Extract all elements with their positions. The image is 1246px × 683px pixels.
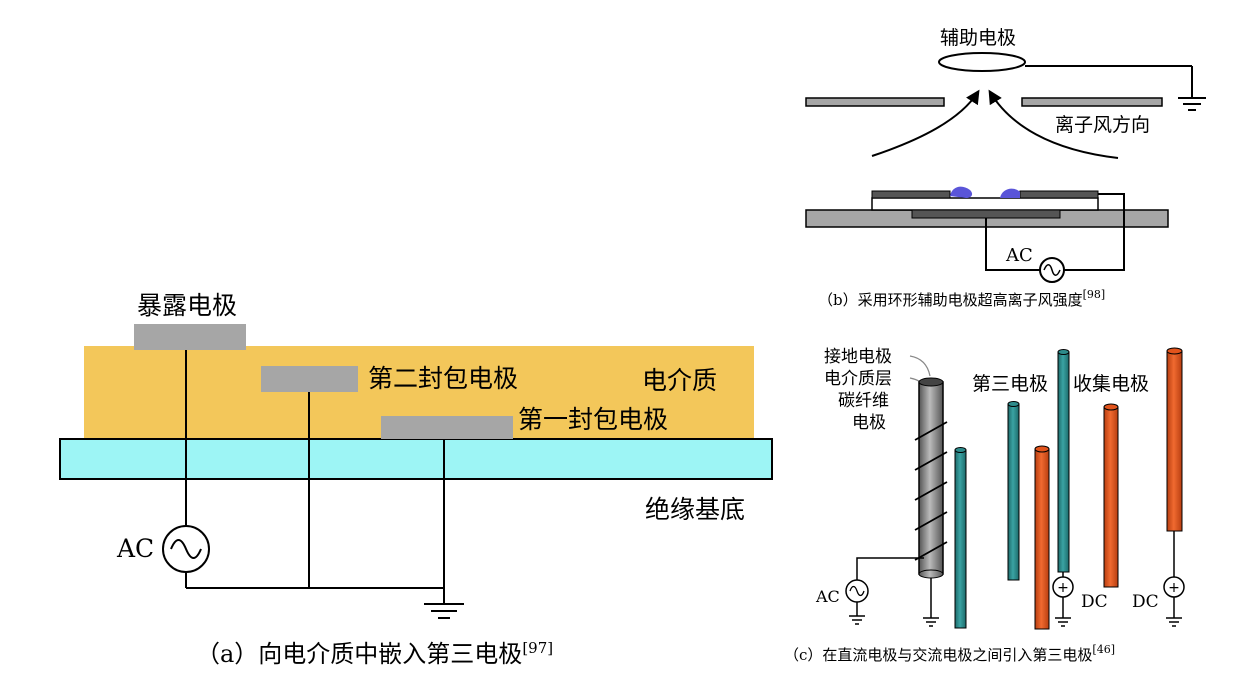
- caption-b: （b）采用环形辅助电极超高离子风强度[98]: [818, 288, 1105, 309]
- teal-rod-2: [1007, 401, 1020, 581]
- label-carbon-fiber: 碳纤维: [838, 391, 889, 411]
- ground-icons-c: [849, 615, 1182, 627]
- label-ac-a: AC: [116, 534, 154, 563]
- label-electrode: 电极: [852, 413, 886, 433]
- panel-a-wiring: [185, 350, 445, 604]
- label-substrate: 绝缘基底: [645, 495, 745, 524]
- caption-c: （c）在直流电极与交流电极之间引入第三电极[46]: [784, 643, 1115, 664]
- label-ac-c: AC: [815, 587, 840, 606]
- label-dc-2: DC: [1132, 592, 1159, 612]
- label-dielectric-layer: 电介质层: [824, 369, 892, 389]
- ac-source-b: [1039, 257, 1065, 283]
- dc-source-1: +: [1052, 572, 1074, 618]
- panel-c: 接地电极 电介质层 碳纤维 电极 第三电极 收集电极: [784, 347, 1185, 664]
- label-third-electrode: 第三电极: [972, 373, 1048, 395]
- label-dielectric: 电介质: [642, 366, 717, 395]
- label-ion-wind: 离子风方向: [1055, 114, 1150, 136]
- ring-aux-electrode: [938, 52, 1026, 72]
- ground-icon: [424, 603, 464, 619]
- ion-wind-arrow-left: [871, 89, 980, 157]
- exposed-electrode: [134, 324, 246, 350]
- plasma-left: [950, 186, 973, 198]
- top-electrode-left-b: [871, 190, 951, 199]
- first-encapsulated-electrode: [381, 416, 513, 439]
- orange-rod-1: [1034, 445, 1050, 630]
- ac-source-c: [845, 579, 869, 603]
- ion-wind-arrow-right: [988, 89, 1119, 159]
- top-electrode-right-b: [1019, 190, 1099, 199]
- svg-text:+: +: [1168, 580, 1180, 596]
- label-ac-b: AC: [1005, 245, 1033, 266]
- label-ground-electrode: 接地电极: [824, 347, 892, 367]
- label-first-encapsulated: 第一封包电极: [518, 405, 668, 434]
- ac-source-a: [162, 525, 210, 573]
- label-dc-1: DC: [1081, 592, 1108, 612]
- dielectric-b: [871, 197, 1099, 211]
- label-second-encapsulated: 第二封包电极: [368, 364, 518, 393]
- panel-b-ground-wire: [1025, 65, 1206, 111]
- label-aux-electrode: 辅助电极: [940, 27, 1016, 49]
- dc-source-2: +: [1163, 531, 1185, 618]
- ac-rod-electrode: [914, 377, 948, 579]
- buried-electrode-b: [911, 209, 1061, 219]
- label-exposed-electrode: 暴露电极: [137, 291, 237, 320]
- panel-b: 辅助电极 离子风方向 AC （b）采用环形辅助电极超: [805, 27, 1206, 309]
- orange-rod-3: [1166, 347, 1183, 532]
- second-encapsulated-electrode: [261, 366, 358, 392]
- panel-c-ac-wiring: [856, 557, 932, 618]
- top-plate-left: [805, 97, 945, 107]
- teal-rod-1: [954, 447, 967, 629]
- insulating-substrate: [59, 438, 773, 480]
- teal-rod-3: [1057, 349, 1070, 573]
- panel-b-ac-wiring: [985, 193, 1125, 271]
- top-plate-right: [1021, 97, 1163, 107]
- svg-text:+: +: [1057, 580, 1069, 596]
- label-collector: 收集电极: [1073, 373, 1149, 395]
- panel-a: 暴露电极 第二封包电极 电介质 第一封包电极 绝缘基底 AC （a）向电介质中嵌…: [59, 291, 773, 668]
- orange-rod-2: [1103, 403, 1119, 588]
- plasma-right: [1000, 188, 1020, 198]
- caption-a: （a）向电介质中嵌入第三电极[97]: [196, 639, 553, 668]
